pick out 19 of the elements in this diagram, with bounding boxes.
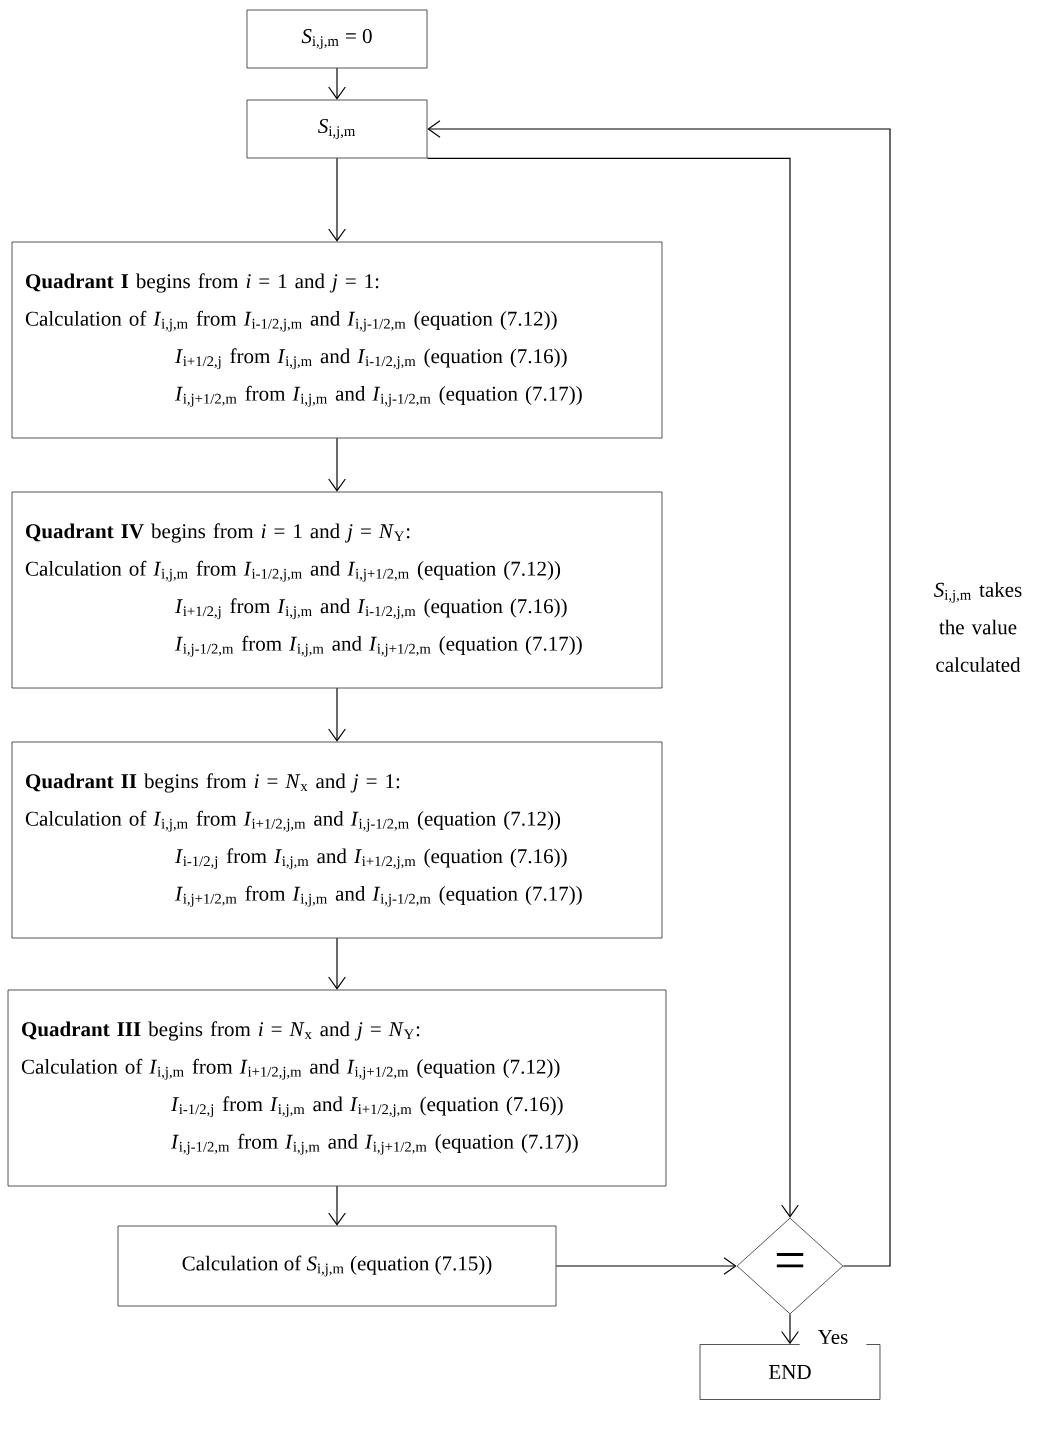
process-box: Quadrant IV begins from i = 1 and j = N$_{Y}$: Calculation of I$_{i,j,m}$ from I$_{i-1/2,j,m}$ and I$_{i,j+1/2,m}$ (equation (7.12)) I$_{i+1/2,j}$ from I$_{i,j,m}$ and I$_{i-1/2,j,m}$ (equation (7.16)) I$_{i,j-1/2,m}$ from I$_{i,j,m}$ and I$_{i,j+1/2,m}$ (equation (7.17)) bbox=[11, 491, 663, 689]
arrow bbox=[328, 687, 346, 742]
process-box: Quadrant I begins from i = 1 and j = 1: Calculation of I$_{i,j,m}$ from I$_{i-1/2,j,m}$ and I$_{i,j-1/2,m}$ (equation (7.12)) I$_{i+1/2,j}$ from I$_{i,j,m}$ and I$_{i-1/2,j,m}$ (equation (7.16)) I$_{i,j+1/2,m}$ from I$_{i,j,m}$ and I$_{i,j-1/2,m}$ (equation (7.17)) bbox=[11, 241, 663, 439]
arrow bbox=[328, 937, 346, 990]
arrow bbox=[328, 1185, 346, 1226]
arrow bbox=[781, 1313, 799, 1345]
arrow bbox=[328, 67, 346, 100]
arrow bbox=[328, 157, 346, 242]
arrow bbox=[426, 157, 799, 1218]
arrow bbox=[427, 120, 891, 1267]
process-box: Quadrant III begins from i = N$_{x}$ and j = N$_{Y}$: Calculation of I$_{i,j,m}$ from I$_{i+1/2,j,m}$ and I$_{i,j+1/2,m}$ (equation (7.12)) I$_{i-1/2,j}$ from I$_{i,j,m}$ and I$_{i+1/2,j,m}$ (equation (7.16)) I$_{i,j-1/2,m}$ from I$_{i,j,m}$ and I$_{i,j+1/2,m}$ (equation (7.17)) bbox=[7, 989, 667, 1187]
start-box: S$_{i,j,m}$ = 0 bbox=[246, 9, 428, 69]
process-box: Quadrant II begins from i = N$_{x}$ and j = 1: Calculation of I$_{i,j,m}$ from I$_{i+1/2,j,m}$ and I$_{i,j-1/2,m}$ (equation (7.12)) I$_{i-1/2,j}$ from I$_{i,j,m}$ and I$_{i+1/2,j,m}$ (equation (7.16)) I$_{i,j+1/2,m}$ from I$_{i,j,m}$ and I$_{i,j-1/2,m}$ (equation (7.17)) bbox=[11, 741, 663, 939]
arrow bbox=[555, 1257, 737, 1275]
edge-label: Yes bbox=[799, 1326, 867, 1348]
arrow bbox=[328, 437, 346, 492]
process-box: Calculation of S$_{i,j,m}$ (equation (7.15)) bbox=[117, 1225, 557, 1307]
process-box: S$_{i,j,m}$ bbox=[246, 99, 428, 159]
edge-label: S$_{i,j,m}$ takes the value calculated bbox=[919, 578, 1037, 676]
